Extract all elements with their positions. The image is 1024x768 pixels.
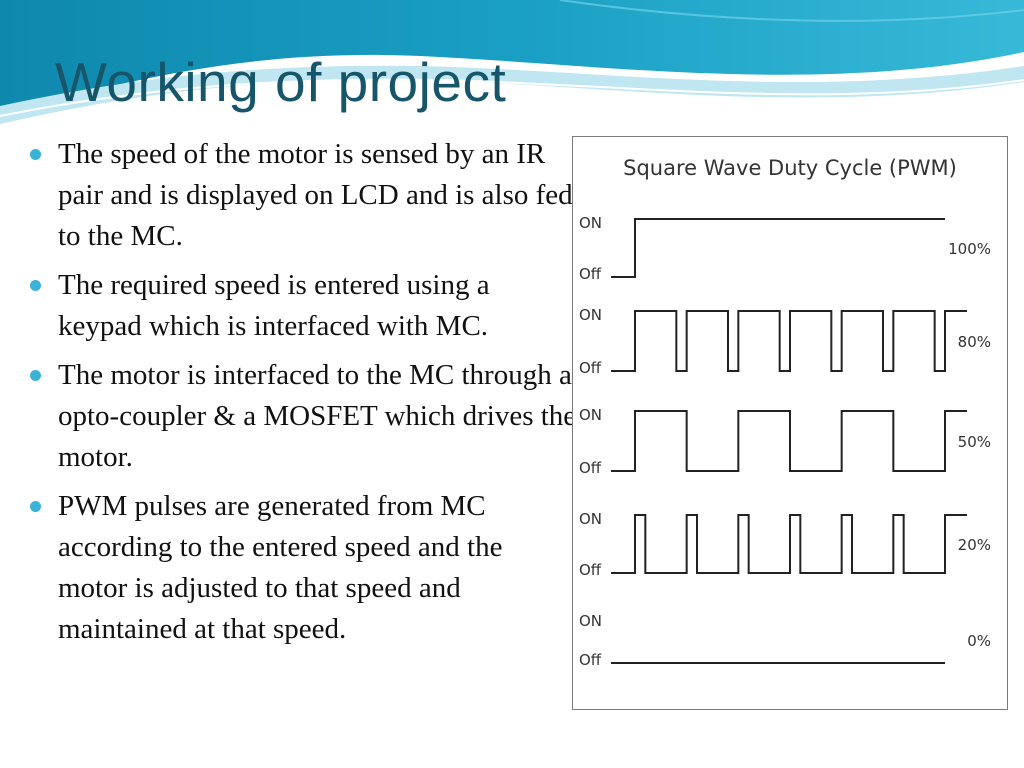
on-label: ON	[579, 306, 602, 324]
bullet-item: PWM pulses are generated from MC accordi…	[28, 486, 578, 650]
off-label: Off	[579, 651, 602, 669]
pwm-waveform	[611, 310, 967, 372]
bullet-text: PWM pulses are generated from MC accordi…	[58, 490, 503, 645]
bullet-item: The motor is interfaced to the MC throug…	[28, 355, 578, 478]
header-banner	[0, 0, 1024, 124]
bullet-item: The required speed is entered using a ke…	[28, 265, 578, 347]
bullet-item: The speed of the motor is sensed by an I…	[28, 134, 578, 257]
bullet-text: The speed of the motor is sensed by an I…	[58, 138, 573, 252]
on-label: ON	[579, 214, 602, 232]
diagram-title: Square Wave Duty Cycle (PWM)	[623, 156, 957, 180]
pwm-waveform	[611, 514, 967, 574]
off-label: Off	[579, 265, 602, 283]
on-label: ON	[579, 510, 602, 528]
duty-label: 80%	[958, 333, 991, 351]
pwm-diagram: Square Wave Duty Cycle (PWM) ON Off 100% ON…	[572, 136, 1008, 710]
pwm-waveform	[611, 218, 945, 278]
slide-title: Working of project	[55, 51, 507, 113]
bullet-icon	[30, 149, 41, 160]
duty-label: 0%	[967, 632, 991, 650]
pwm-waveform	[611, 410, 967, 472]
bullet-icon	[30, 501, 41, 512]
on-label: ON	[579, 406, 602, 424]
off-label: Off	[579, 459, 602, 477]
pwm-diagram-canvas: Square Wave Duty Cycle (PWM) ON Off 100% ON…	[579, 156, 991, 669]
bullet-text: The motor is interfaced to the MC throug…	[58, 359, 577, 473]
off-label: Off	[579, 561, 602, 579]
bullet-icon	[30, 280, 41, 291]
off-label: Off	[579, 359, 602, 377]
on-label: ON	[579, 612, 602, 630]
bullet-list: The speed of the motor is sensed by an I…	[28, 134, 578, 658]
bullet-icon	[30, 370, 41, 381]
duty-label: 50%	[958, 433, 991, 451]
bullet-text: The required speed is entered using a ke…	[58, 269, 490, 342]
duty-label: 100%	[948, 240, 991, 258]
duty-label: 20%	[958, 536, 991, 554]
